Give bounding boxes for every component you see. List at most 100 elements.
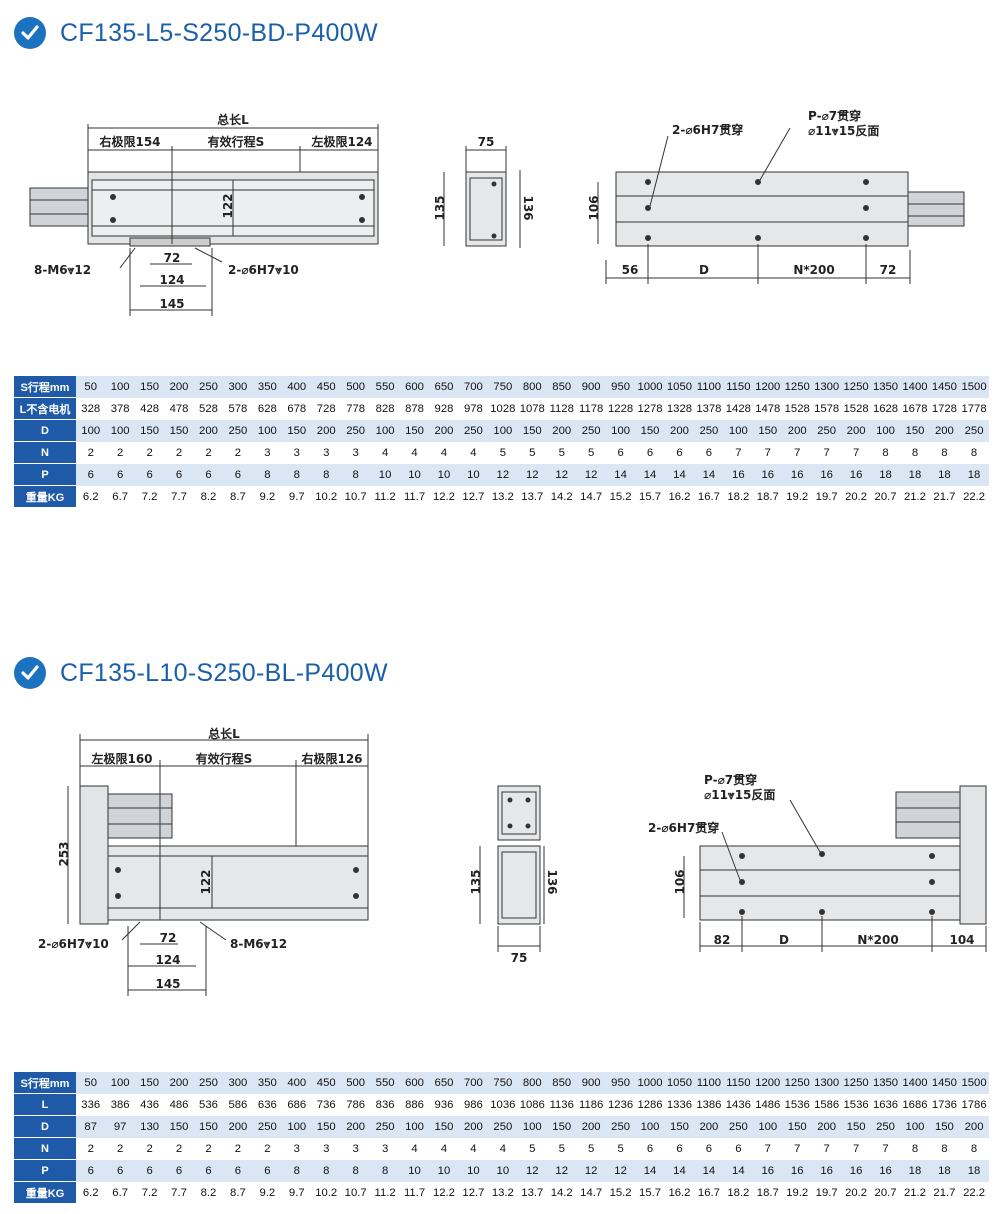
row-header: S行程mm bbox=[14, 1072, 76, 1094]
table-cell: 4 bbox=[399, 441, 430, 464]
table-cell: 4 bbox=[488, 1137, 518, 1160]
table-cell: 2 bbox=[105, 1137, 135, 1160]
table-cell: 21.7 bbox=[929, 1181, 960, 1204]
table-cell: 150 bbox=[929, 1115, 960, 1138]
table-cell: 528 bbox=[193, 397, 224, 420]
s1-label-h135: 135 bbox=[433, 195, 447, 220]
table-cell: 686 bbox=[282, 1093, 312, 1116]
table-cell: 7 bbox=[870, 1137, 901, 1160]
table-cell: 8 bbox=[282, 463, 312, 486]
table-cell: 936 bbox=[429, 1093, 459, 1116]
table-cell: 14 bbox=[635, 463, 665, 486]
table-cell: 878 bbox=[399, 397, 430, 420]
table-cell: 13.2 bbox=[488, 485, 518, 508]
table-cell: 5 bbox=[547, 1137, 577, 1160]
table-cell: 16.2 bbox=[664, 1181, 695, 1204]
table-cell: 7 bbox=[782, 1137, 812, 1160]
row-header: 重量KG bbox=[14, 1181, 76, 1204]
table-cell: 8 bbox=[282, 1159, 312, 1182]
table-cell: 6 bbox=[635, 1137, 665, 1160]
table-cell: 1400 bbox=[900, 376, 930, 398]
table-cell: 850 bbox=[547, 1072, 577, 1094]
table-cell: 200 bbox=[782, 419, 812, 442]
table-cell: 8 bbox=[870, 441, 901, 464]
table-cell: 10.2 bbox=[311, 1181, 341, 1204]
table-cell: 20.2 bbox=[841, 1181, 871, 1204]
table-cell: 10 bbox=[370, 463, 400, 486]
table-cell: 500 bbox=[340, 1072, 371, 1094]
table-cell: 1000 bbox=[635, 376, 665, 398]
table-cell: 350 bbox=[252, 1072, 283, 1094]
table-cell: 636 bbox=[252, 1093, 283, 1116]
table-cell: 6 bbox=[76, 463, 106, 486]
table-cell: 950 bbox=[605, 1072, 636, 1094]
s2-label-w75: 75 bbox=[511, 951, 528, 965]
table-cell: 1086 bbox=[517, 1093, 547, 1116]
table-cell: 8 bbox=[311, 1159, 341, 1182]
table-cell: 6 bbox=[605, 441, 636, 464]
table-cell: 6 bbox=[134, 1159, 165, 1182]
table-cell: 7.7 bbox=[164, 1181, 194, 1204]
table-cell: 6.7 bbox=[105, 1181, 135, 1204]
table-cell: 3 bbox=[282, 1137, 312, 1160]
table-cell: 8.2 bbox=[193, 1181, 224, 1204]
table-cell: 800 bbox=[517, 376, 547, 398]
table-cell: 200 bbox=[311, 419, 341, 442]
table-cell: 1050 bbox=[664, 1072, 695, 1094]
table-cell: 3 bbox=[311, 441, 341, 464]
s1-label-d56: 56 bbox=[622, 263, 639, 277]
table-cell: 336 bbox=[76, 1093, 106, 1116]
table-cell: 5 bbox=[576, 441, 606, 464]
table-cell: 1100 bbox=[694, 376, 724, 398]
table-cell: 200 bbox=[929, 419, 960, 442]
table-cell: 150 bbox=[193, 1115, 224, 1138]
table-cell: 14 bbox=[605, 463, 636, 486]
table-cell: 1186 bbox=[576, 1093, 606, 1116]
s2-label-d104: 104 bbox=[949, 933, 974, 947]
table-cell: 150 bbox=[517, 419, 547, 442]
table-cell: 8.2 bbox=[193, 485, 224, 508]
table-cell: 8.7 bbox=[223, 485, 253, 508]
table-cell: 10 bbox=[399, 1159, 430, 1182]
s1-label-cbore: ⌀11⩔15反面 bbox=[808, 123, 879, 138]
s2-label-pin-thru: 2-⌀6H7贯穿 bbox=[648, 820, 719, 835]
table-cell: 150 bbox=[311, 1115, 341, 1138]
table-cell: 200 bbox=[576, 1115, 606, 1138]
table-cell: 5 bbox=[576, 1137, 606, 1160]
table-cell: 8 bbox=[311, 463, 341, 486]
table-cell: 7 bbox=[811, 441, 842, 464]
table-cell: 586 bbox=[223, 1093, 253, 1116]
table-cell: 19.2 bbox=[782, 485, 812, 508]
table-cell: 6 bbox=[694, 1137, 724, 1160]
table-cell: 250 bbox=[959, 419, 989, 442]
table-cell: 4 bbox=[399, 1137, 430, 1160]
table-cell: 18 bbox=[959, 1159, 989, 1182]
table-cell: 2 bbox=[252, 1137, 283, 1160]
table-cell: 100 bbox=[76, 419, 106, 442]
table-cell: 14.2 bbox=[547, 1181, 577, 1204]
table-cell: 12 bbox=[547, 463, 577, 486]
table-cell: 728 bbox=[311, 397, 341, 420]
table-cell: 1528 bbox=[782, 397, 812, 420]
table-cell: 700 bbox=[458, 1072, 489, 1094]
table-cell: 150 bbox=[900, 419, 930, 442]
table-cell: 10 bbox=[458, 1159, 489, 1182]
table-cell: 9.7 bbox=[282, 485, 312, 508]
table-cell: 16 bbox=[753, 1159, 783, 1182]
table-cell: 100 bbox=[488, 419, 518, 442]
section-1: CF135-L5-S250-BD-P400W 总长L 右极限154 有效行程S … bbox=[0, 0, 1000, 600]
s1-label-h122: 122 bbox=[221, 193, 235, 218]
section-2: CF135-L10-S250-BL-P400W 总长L 左极限160 有效行程S… bbox=[0, 600, 1000, 1214]
table-cell: 1478 bbox=[753, 397, 783, 420]
table-cell: 200 bbox=[223, 1115, 253, 1138]
table-cell: 600 bbox=[399, 376, 430, 398]
section-2-title-row: CF135-L10-S250-BL-P400W bbox=[14, 657, 388, 689]
table-cell: 786 bbox=[340, 1093, 371, 1116]
table-cell: 250 bbox=[193, 376, 224, 398]
s2-label-h135: 135 bbox=[469, 869, 483, 894]
table-cell: 450 bbox=[311, 1072, 341, 1094]
